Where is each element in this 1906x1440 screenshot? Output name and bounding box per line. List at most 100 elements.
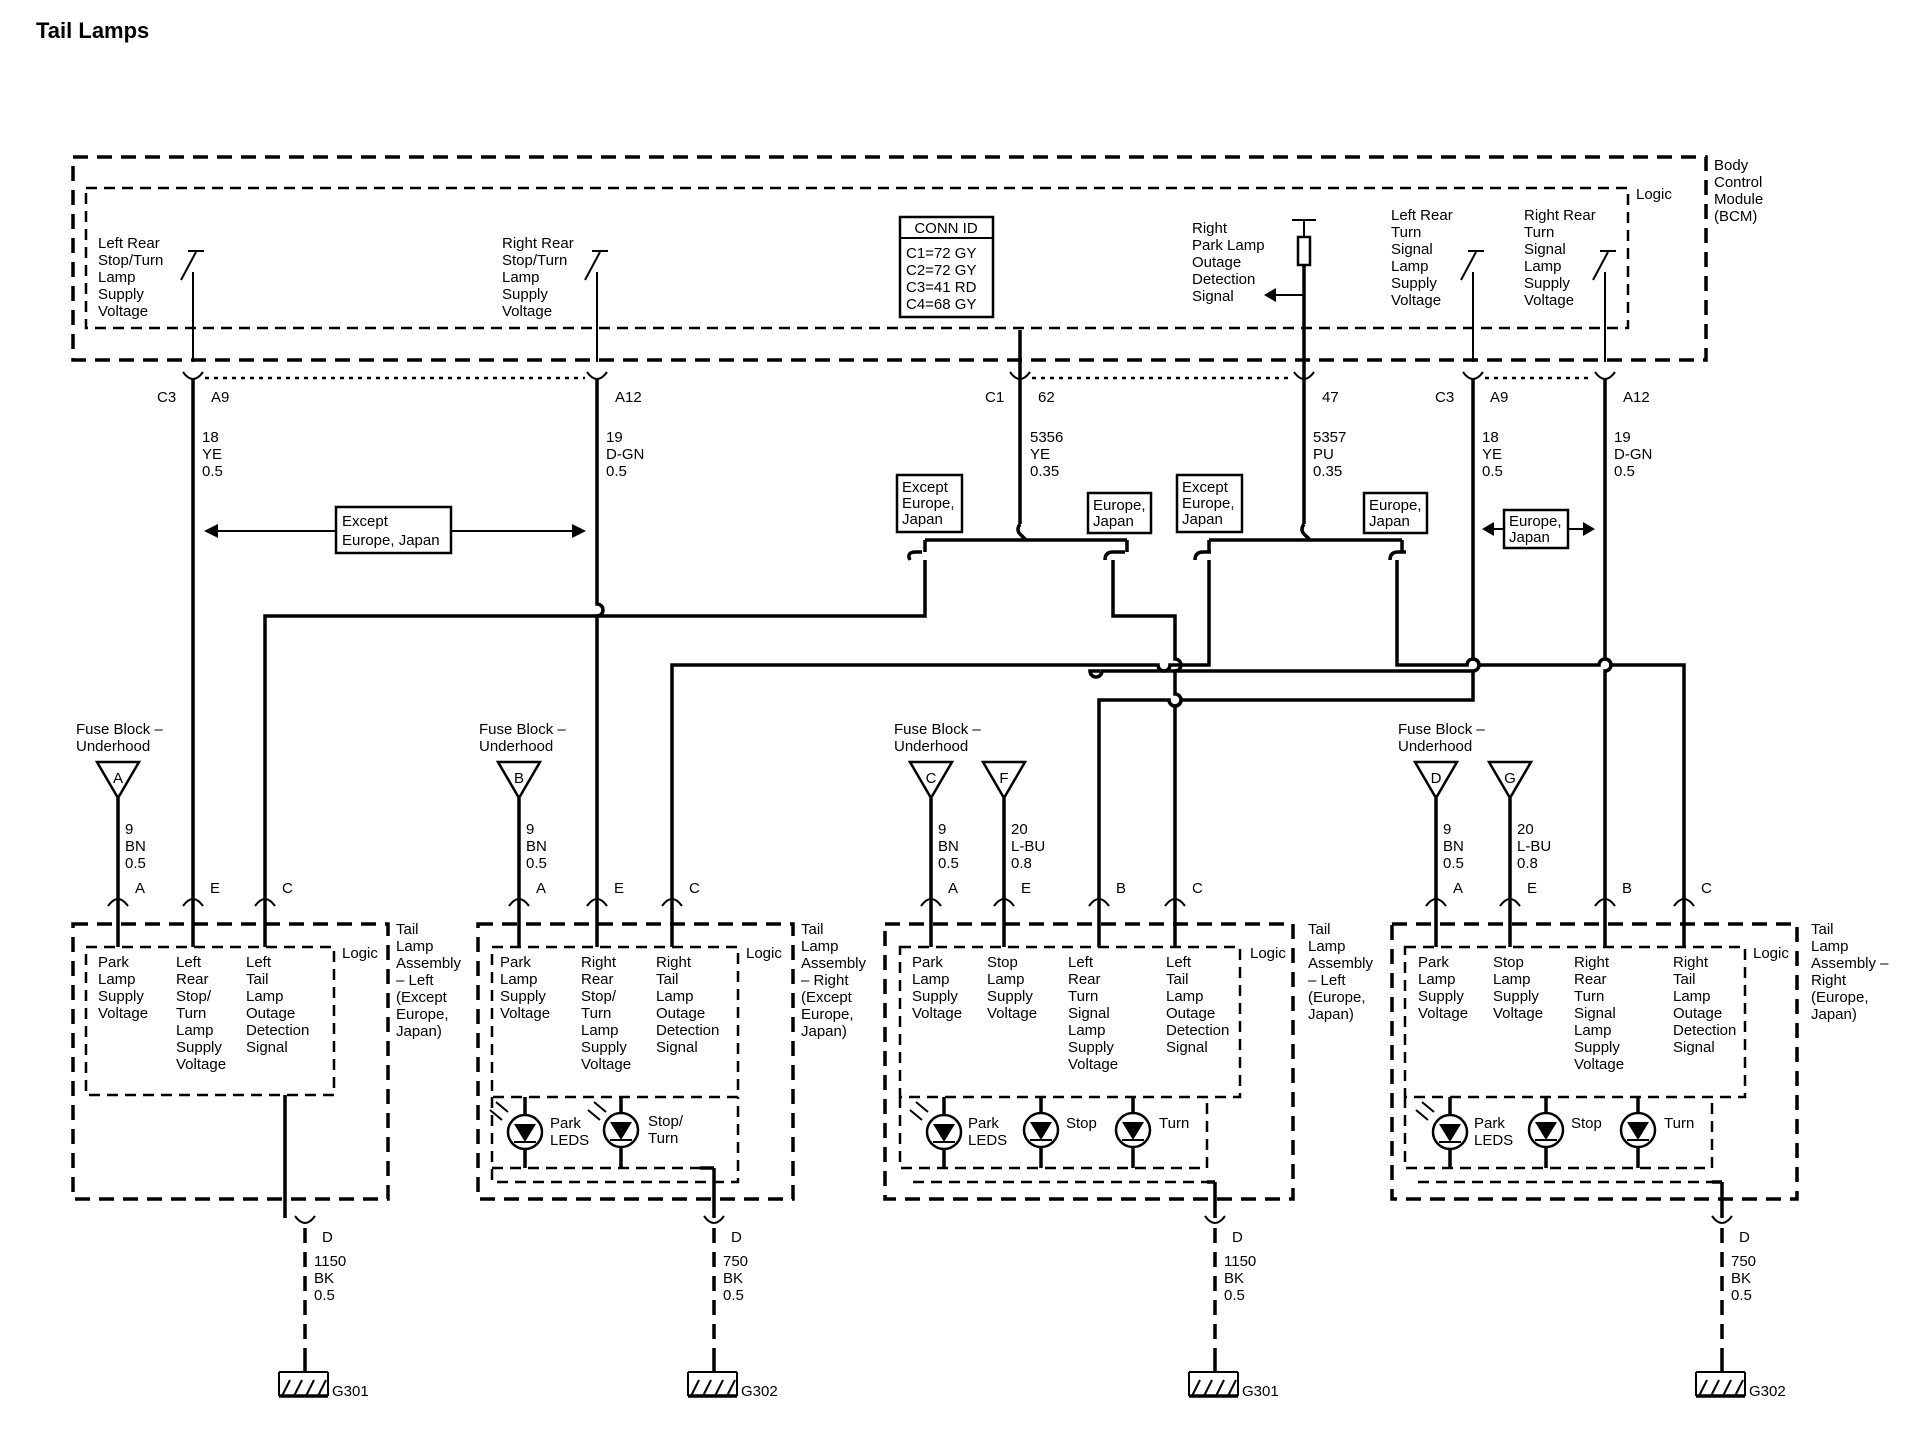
svg-text:18: 18 <box>202 429 219 446</box>
fuse-d-icon: D <box>1412 760 1460 898</box>
svg-text:– Right: – Right <box>801 972 849 989</box>
fuse-block-label: Fuse Block – Underhood Fuse Block – Unde… <box>76 721 1485 755</box>
svg-text:A9: A9 <box>211 389 229 406</box>
svg-text:Except: Except <box>342 513 389 530</box>
svg-text:Turn: Turn <box>1524 224 1554 241</box>
svg-text:B: B <box>1116 880 1126 897</box>
svg-text:Turn: Turn <box>581 1005 611 1022</box>
svg-text:19: 19 <box>1614 429 1631 446</box>
bcm-circuit-labels: 18 YE 0.5 19 D-GN 0.5 5356 YE 0.35 5357 … <box>202 429 1652 480</box>
svg-text:18: 18 <box>1482 429 1499 446</box>
svg-text:Rear: Rear <box>1574 971 1607 988</box>
svg-text:E: E <box>614 880 624 897</box>
svg-text:A: A <box>135 880 145 897</box>
svg-text:Except: Except <box>902 479 949 496</box>
svg-text:Stop/Turn: Stop/Turn <box>98 252 163 269</box>
svg-text:Voltage: Voltage <box>1418 1005 1468 1022</box>
svg-text:YE: YE <box>202 446 222 463</box>
stop-turn-led-icon <box>587 1101 640 1149</box>
svg-text:Lamp: Lamp <box>1166 988 1204 1005</box>
svg-text:Except: Except <box>1182 479 1229 496</box>
svg-text:Stop: Stop <box>1493 954 1524 971</box>
svg-text:A: A <box>536 880 546 897</box>
svg-text:Park: Park <box>1418 954 1449 971</box>
svg-text:BN: BN <box>938 838 959 855</box>
svg-text:Tail: Tail <box>1308 921 1331 938</box>
svg-text:Japan): Japan) <box>1811 1006 1857 1023</box>
svg-text:750: 750 <box>723 1253 748 1270</box>
svg-text:A12: A12 <box>615 389 642 406</box>
svg-text:Logic: Logic <box>342 945 378 962</box>
svg-text:Underhood: Underhood <box>894 738 968 755</box>
ground-g301-icon: G301 <box>278 1350 369 1400</box>
svg-text:Supply: Supply <box>98 988 144 1005</box>
tail-lamp-assembly-left-except: Logic Tail Lamp Assembly – Left (Except … <box>71 880 462 1350</box>
svg-text:Signal: Signal <box>1524 241 1566 258</box>
svg-text:Lamp: Lamp <box>176 1022 214 1039</box>
svg-text:Japan): Japan) <box>1308 1006 1354 1023</box>
svg-text:Stop/Turn: Stop/Turn <box>502 252 567 269</box>
svg-text:Fuse Block –: Fuse Block – <box>894 721 981 738</box>
svg-text:0.35: 0.35 <box>1313 463 1342 480</box>
svg-text:D: D <box>1739 1229 1750 1246</box>
svg-text:Tail: Tail <box>246 971 269 988</box>
svg-text:9: 9 <box>938 821 946 838</box>
svg-text:Lamp: Lamp <box>396 938 434 955</box>
led-label: Park <box>968 1115 999 1132</box>
svg-text:5357: 5357 <box>1313 429 1346 446</box>
conn-id-table: CONN ID C1=72 GY C2=72 GY C3=41 RD C4=68… <box>898 215 995 319</box>
svg-text:Underhood: Underhood <box>1398 738 1472 755</box>
svg-text:Left: Left <box>1068 954 1094 971</box>
bcm-output-left-turn-signal: Left Rear Turn Signal Lamp Supply Voltag… <box>1391 207 1453 309</box>
svg-text:9: 9 <box>1443 821 1451 838</box>
svg-text:0.35: 0.35 <box>1030 463 1059 480</box>
svg-text:Voltage: Voltage <box>1493 1005 1543 1022</box>
svg-text:Signal: Signal <box>1192 288 1234 305</box>
led-label: Turn <box>1664 1115 1694 1132</box>
svg-text:Voltage: Voltage <box>98 1005 148 1022</box>
svg-text:Lamp: Lamp <box>987 971 1025 988</box>
svg-text:Signal: Signal <box>656 1039 698 1056</box>
svg-text:Right: Right <box>656 954 692 971</box>
svg-text:Europe,: Europe, <box>801 1006 854 1023</box>
svg-text:Supply: Supply <box>502 286 548 303</box>
svg-text:C: C <box>282 880 293 897</box>
svg-text:C1: C1 <box>985 389 1004 406</box>
bcm-switch-icon <box>584 250 608 362</box>
svg-text:0.5: 0.5 <box>526 855 547 872</box>
svg-text:Tail: Tail <box>656 971 679 988</box>
fuse-circuit-labels: 9 BN 0.5 9 BN 0.5 9 BN 0.5 20 L-BU 0.8 9… <box>125 821 1551 872</box>
svg-text:Left: Left <box>176 954 202 971</box>
svg-text:C2=72 GY: C2=72 GY <box>906 262 976 279</box>
led-label: Park <box>550 1115 581 1132</box>
svg-text:750: 750 <box>1731 1253 1756 1270</box>
led-label: LEDS <box>968 1132 1007 1149</box>
svg-text:Rear: Rear <box>1068 971 1101 988</box>
led-label: LEDS <box>550 1132 589 1149</box>
fuse-f-icon: F <box>980 760 1028 898</box>
svg-text:Left Rear: Left Rear <box>1391 207 1453 224</box>
svg-text:Supply: Supply <box>912 988 958 1005</box>
ground-g302-icon: G302 <box>687 1350 778 1400</box>
svg-text:Supply: Supply <box>176 1039 222 1056</box>
svg-text:Voltage: Voltage <box>502 303 552 320</box>
svg-text:Lamp: Lamp <box>656 988 694 1005</box>
svg-text:C3: C3 <box>1435 389 1454 406</box>
svg-text:D-GN: D-GN <box>1614 446 1652 463</box>
svg-text:Lamp: Lamp <box>1524 258 1562 275</box>
svg-text:0.5: 0.5 <box>125 855 146 872</box>
svg-text:Voltage: Voltage <box>176 1056 226 1073</box>
svg-text:(Except: (Except <box>396 989 448 1006</box>
svg-text:Assembly: Assembly <box>801 955 867 972</box>
svg-text:1150: 1150 <box>314 1253 346 1270</box>
svg-text:Fuse Block –: Fuse Block – <box>479 721 566 738</box>
svg-text:Japan): Japan) <box>396 1023 442 1040</box>
svg-text:Supply: Supply <box>581 1039 627 1056</box>
led-label: LEDS <box>1474 1132 1513 1149</box>
svg-text:0.5: 0.5 <box>938 855 959 872</box>
svg-text:C1=72 GY: C1=72 GY <box>906 245 976 262</box>
park-led-icon <box>1415 1101 1469 1151</box>
tail-lamp-assembly-right-europe: Logic Tail Lamp Assembly – Right (Europe… <box>1390 880 1889 1350</box>
svg-text:Outage: Outage <box>246 1005 295 1022</box>
option-label-europe-japan: Europe, Japan <box>1086 491 1153 535</box>
